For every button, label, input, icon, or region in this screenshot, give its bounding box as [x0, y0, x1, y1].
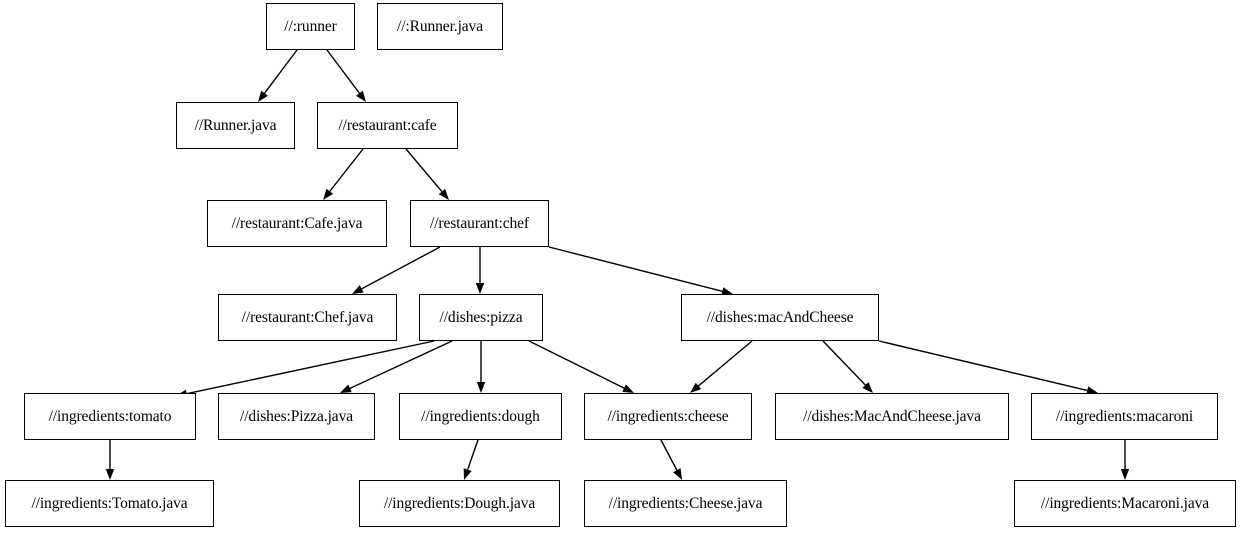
graph-node-label: //ingredients:Macaroni.java	[1040, 494, 1210, 512]
edge-line	[878, 340, 1088, 392]
graph-node-label: //restaurant:Cafe.java	[231, 214, 363, 232]
graph-node-label: //ingredients:tomato	[48, 407, 172, 425]
edge-arrowhead-icon	[356, 90, 366, 102]
graph-node-ingredients-dough-java[interactable]: //ingredients:Dough.java	[359, 480, 560, 527]
graph-node-ingredients-tomato-java[interactable]: //ingredients:Tomato.java	[5, 480, 214, 527]
graph-edge	[660, 439, 682, 480]
graph-edge	[1120, 440, 1130, 480]
graph-node-label: //dishes:pizza	[439, 308, 523, 326]
edge-arrowhead-icon	[340, 384, 352, 393]
edge-line	[405, 148, 443, 193]
edge-arrowhead-icon	[438, 188, 449, 200]
graph-edge	[475, 247, 485, 294]
graph-edge	[463, 439, 479, 480]
graph-edge	[690, 340, 753, 393]
edge-arrowhead-icon	[105, 469, 115, 480]
graph-edge	[352, 246, 441, 294]
edge-line	[660, 439, 678, 471]
graph-node-label: //dishes:MacAndCheese.java	[803, 407, 981, 425]
graph-edge	[323, 148, 364, 200]
graph-node-label: //restaurant:Chef.java	[241, 308, 374, 326]
edge-arrowhead-icon	[475, 283, 485, 294]
edge-arrowhead-icon	[622, 384, 634, 393]
graph-node-label: //Runner.java	[194, 116, 277, 134]
graph-node-ingredients-macaroni[interactable]: //ingredients:macaroni	[1031, 393, 1218, 440]
graph-node-label: //ingredients:cheese	[607, 407, 729, 425]
graph-edge	[176, 340, 435, 398]
graph-node-dishes-pizza-java[interactable]: //dishes:Pizza.java	[218, 393, 375, 440]
graph-node-label: //:runner	[284, 17, 337, 35]
graph-node-runner-java[interactable]: //Runner.java	[176, 102, 295, 149]
graph-node-restaurant-cafe-java[interactable]: //restaurant:Cafe.java	[207, 200, 387, 247]
edge-arrowhead-icon	[690, 382, 702, 393]
graph-node-label: //dishes:Pizza.java	[239, 407, 354, 425]
graph-node-dishes-macandcheese-java[interactable]: //dishes:MacAndCheese.java	[775, 393, 1009, 440]
graph-node-ingredients-macaroni-java[interactable]: //ingredients:Macaroni.java	[1014, 480, 1236, 527]
edge-arrowhead-icon	[1120, 469, 1130, 480]
graph-edge	[405, 148, 449, 200]
graph-node-label: //ingredients:dough	[421, 407, 540, 425]
graph-node-label: //:Runner.java	[397, 17, 483, 35]
graph-edge	[105, 440, 115, 480]
graph-node-label: //dishes:macAndCheese	[706, 308, 854, 326]
graph-edge	[878, 340, 1098, 395]
graph-node-restaurant-chef-java[interactable]: //restaurant:Chef.java	[218, 294, 397, 341]
graph-node-ingredients-tomato[interactable]: //ingredients:tomato	[24, 393, 196, 440]
graph-node-label: //restaurant:cafe	[338, 116, 437, 134]
graph-edge	[326, 49, 366, 102]
edge-line	[466, 439, 479, 470]
graph-node-restaurant-chef[interactable]: //restaurant:chef	[410, 200, 549, 247]
graph-node-label: //restaurant:chef	[430, 214, 529, 232]
graph-node-dishes-macandcheese[interactable]: //dishes:macAndCheese	[681, 294, 879, 341]
graph-node-ingredients-cheese-java[interactable]: //ingredients:Cheese.java	[584, 480, 787, 527]
graph-node-ingredients-dough[interactable]: //ingredients:dough	[399, 393, 562, 440]
graph-node-label: //ingredients:macaroni	[1055, 407, 1194, 425]
graph-edge	[340, 340, 453, 393]
edge-arrowhead-icon	[258, 90, 268, 102]
graph-node-label: //ingredients:Cheese.java	[608, 494, 763, 512]
edge-line	[528, 340, 625, 389]
edge-line	[329, 148, 364, 192]
graph-edge	[548, 246, 733, 296]
graph-node-label: //ingredients:Dough.java	[383, 494, 536, 512]
edge-line	[264, 49, 298, 94]
edge-line	[326, 49, 360, 94]
graph-node-restaurant-cafe[interactable]: //restaurant:cafe	[317, 102, 458, 149]
graph-edge	[822, 340, 873, 393]
graph-node-runner-target[interactable]: //:runner	[266, 3, 355, 50]
edge-arrowhead-icon	[352, 285, 364, 294]
edge-arrowhead-icon	[463, 468, 472, 480]
graph-node-root-runner-java[interactable]: //:Runner.java	[377, 3, 503, 50]
edge-line	[548, 246, 723, 292]
edge-line	[349, 340, 453, 390]
edge-arrowhead-icon	[862, 382, 873, 393]
edge-arrowhead-icon	[476, 382, 486, 393]
edge-line	[822, 340, 866, 386]
graph-node-dishes-pizza[interactable]: //dishes:pizza	[419, 294, 543, 341]
graph-edge	[258, 49, 298, 102]
edge-arrowhead-icon	[673, 468, 682, 480]
graph-node-ingredients-cheese[interactable]: //ingredients:cheese	[584, 393, 752, 440]
edge-line	[186, 340, 435, 395]
graph-node-label: //ingredients:Tomato.java	[31, 494, 188, 512]
edge-line	[697, 340, 753, 387]
edge-arrowhead-icon	[323, 188, 334, 200]
graph-edge	[476, 341, 486, 393]
edge-line	[361, 246, 441, 290]
graph-edge	[528, 340, 634, 393]
